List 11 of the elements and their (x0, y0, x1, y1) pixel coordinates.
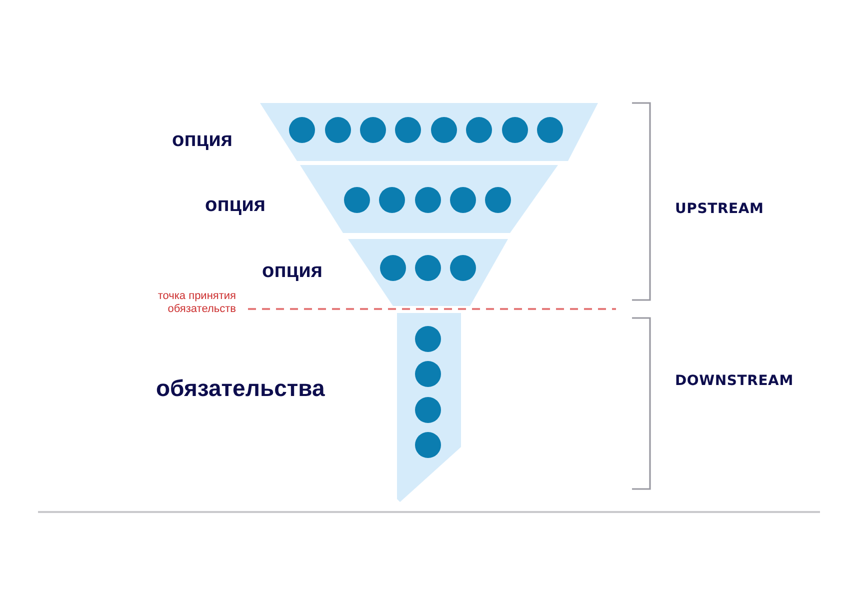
option-label: опция (172, 129, 233, 152)
funnel-band (260, 103, 598, 161)
funnel-band (348, 239, 508, 306)
upstream-label: UPSTREAM (675, 201, 765, 218)
commitment-point-label: точка принятия обязательств (156, 290, 236, 316)
funnel-stem (397, 313, 461, 502)
option-label: опция (262, 260, 323, 284)
commitments-label: обязательства (156, 374, 325, 402)
option-label: опция (205, 194, 266, 218)
funnel-band (300, 165, 558, 233)
downstream-label: DOWNSTREAM (675, 373, 794, 390)
